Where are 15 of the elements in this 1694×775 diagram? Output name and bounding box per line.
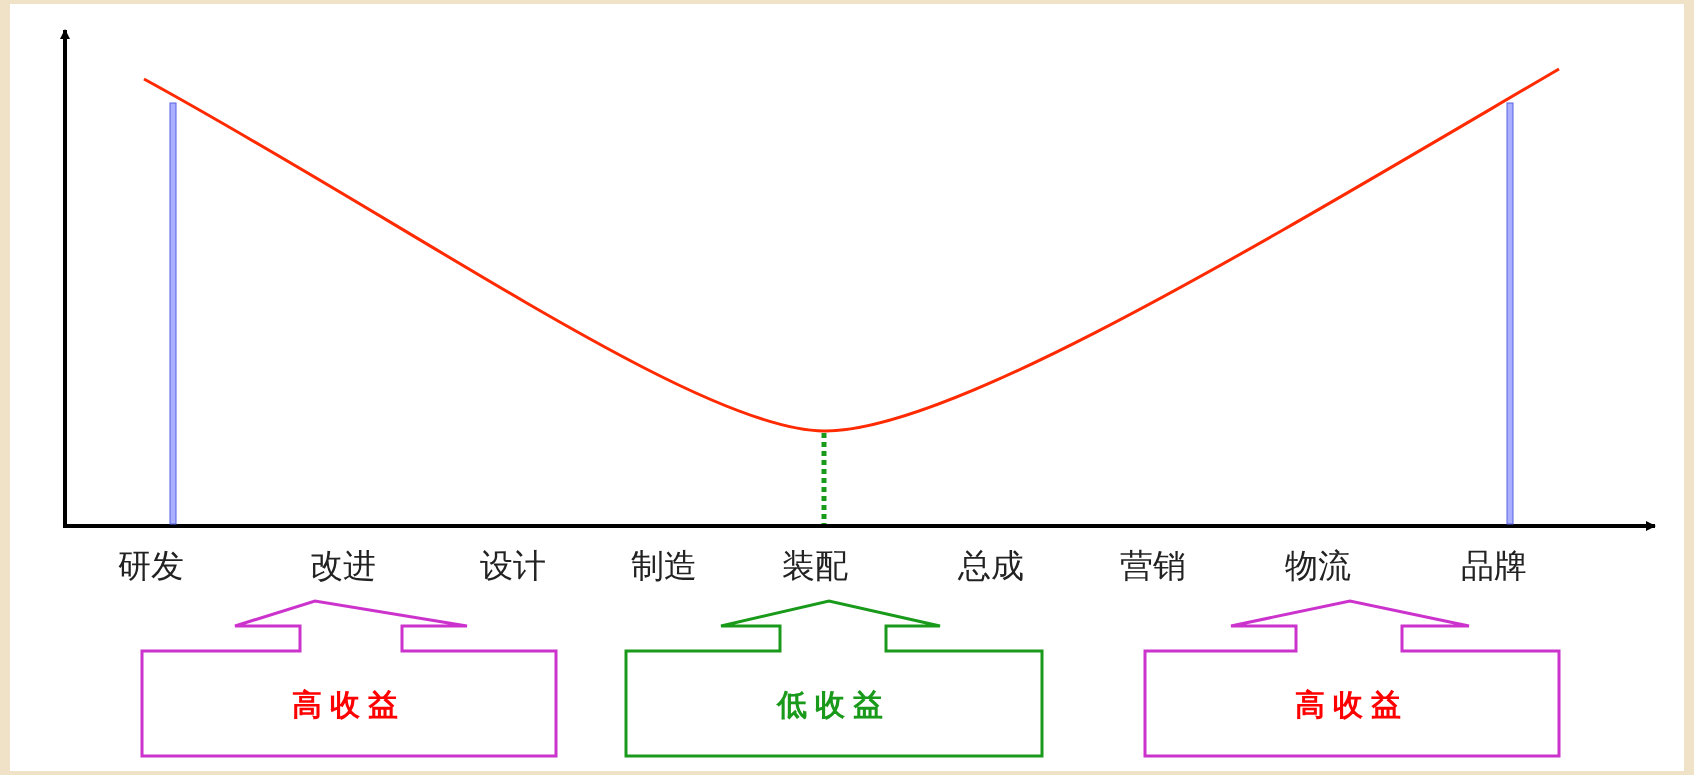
callout-arrow-box — [624, 599, 1044, 758]
axis-label: 设计 — [480, 545, 546, 587]
axis-label: 研发 — [118, 545, 184, 587]
callout-text: 高收益 — [292, 685, 406, 723]
callout-arrow-box — [1143, 599, 1561, 758]
axis-label: 改进 — [310, 545, 376, 587]
axis-label: 装配 — [782, 545, 848, 587]
axis-label: 营销 — [1120, 545, 1186, 587]
callout-text: 高收益 — [1295, 685, 1409, 723]
axis-label: 制造 — [631, 545, 697, 587]
callout-text: 低收益 — [777, 685, 891, 723]
axis-label: 物流 — [1285, 545, 1351, 587]
axis-label: 总成 — [958, 545, 1024, 587]
axis-label: 品牌 — [1461, 545, 1527, 587]
callout-arrow-box — [140, 599, 558, 758]
